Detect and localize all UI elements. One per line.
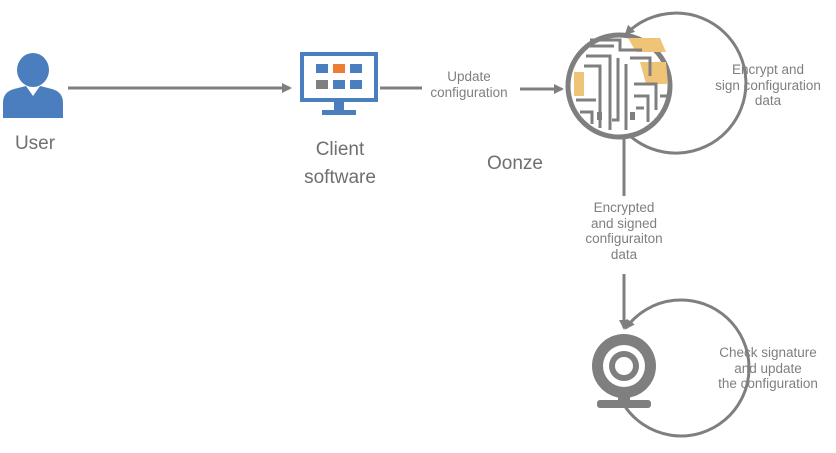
oonze-label: Oonze (487, 153, 543, 174)
encrypt-sign-label: Encrypt and sign configuration data (715, 62, 821, 108)
encrypted-signed-label: Encrypted and signed configuraiton data (585, 200, 663, 262)
check-signature-label: Check signature and update the configura… (718, 345, 818, 391)
user-icon (3, 53, 63, 118)
webcam-icon (592, 334, 656, 408)
monitor-icon (300, 52, 378, 115)
client-software-label: Client software (304, 139, 376, 188)
user-label: User (14, 133, 56, 154)
update-configuration-label: Update configuration (430, 69, 508, 100)
server-map-icon (565, 32, 673, 140)
loop-check-arrow (622, 298, 751, 438)
loop-encrypt-arrow (624, 11, 748, 155)
